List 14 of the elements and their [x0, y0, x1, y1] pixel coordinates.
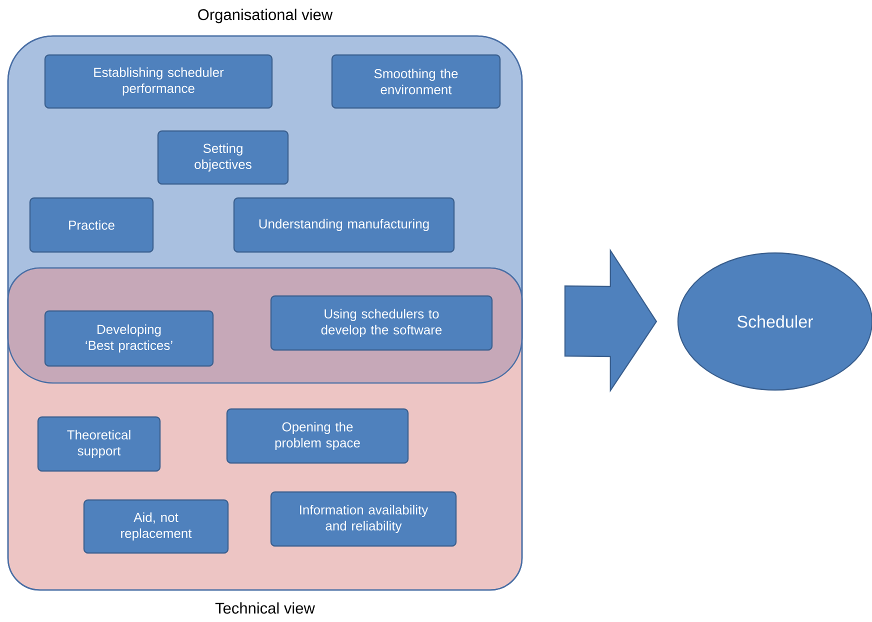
block-arrow — [564, 248, 658, 392]
topic-box: Aid, not replacement — [83, 499, 229, 554]
topic-box: Understanding manufacturing — [233, 197, 455, 253]
topic-box: Setting objectives — [157, 130, 289, 185]
view-heading: Technical view — [215, 602, 315, 614]
topic-box: Opening the problem space — [226, 408, 409, 464]
topic-box: Using schedulers to develop the software — [270, 295, 493, 351]
topic-box: Developing ‘Best practices’ — [44, 310, 214, 367]
topic-box: Practice — [29, 197, 154, 253]
view-heading: Organisational view — [198, 8, 333, 24]
topic-box: Establishing scheduler performance — [44, 54, 273, 109]
topic-box: Theoretical support — [37, 416, 161, 472]
topic-box: Information availability and reliability — [270, 491, 457, 547]
topic-box: Smoothing the environment — [331, 54, 501, 109]
